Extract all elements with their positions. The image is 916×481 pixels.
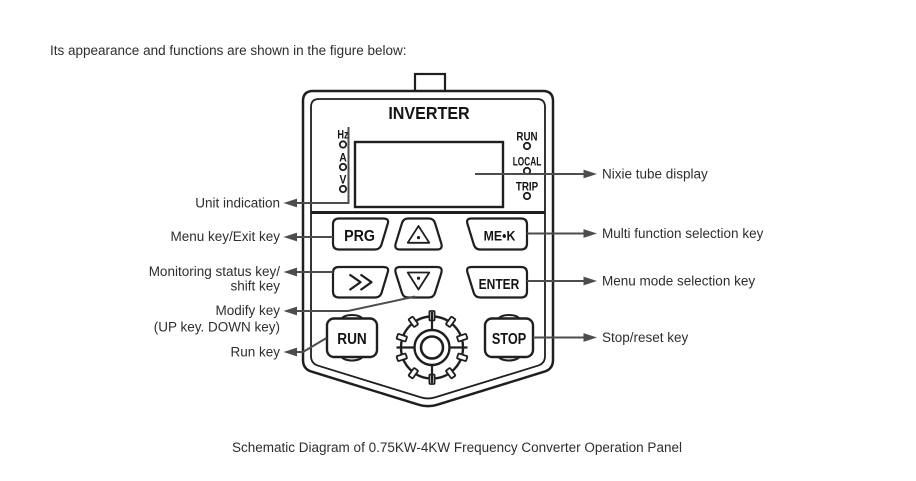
up-arrow-icon	[406, 225, 431, 244]
intro-text: Its appearance and functions are shown i…	[50, 43, 406, 58]
rotary-knob-icon	[395, 310, 469, 385]
unit-indicator-hz: Hz	[337, 130, 348, 142]
arrow-left-icon	[283, 198, 297, 208]
unit-indicator-v: V	[340, 174, 348, 187]
status-indicator-trip: TRIP	[516, 181, 538, 194]
panel-title: INVERTER	[388, 103, 469, 123]
label-nixie-tube-display: Nixie tube display	[602, 167, 708, 182]
label-monitoring-status-key: Monitoring status key/	[149, 264, 281, 279]
label-modify-key: Modify key	[215, 303, 280, 318]
arrow-right-icon	[583, 276, 597, 286]
left-callouts: Unit indication Menu key/Exit key Monito…	[149, 127, 416, 360]
label-stop-reset-key: Stop/reset key	[602, 330, 689, 345]
double-chevron-right-icon	[348, 273, 373, 291]
key-enter-label: ENTER	[479, 276, 520, 293]
key-stop: STOP	[483, 314, 535, 362]
led-trip-icon	[522, 191, 532, 201]
knob-crosshair	[396, 312, 468, 383]
label-multi-function-key: Multi function selection key	[602, 226, 764, 241]
arrow-left-icon	[283, 267, 297, 277]
key-stop-label: STOP	[492, 331, 526, 348]
pointer-line	[297, 295, 416, 312]
status-indicator-run: RUN	[516, 131, 537, 144]
key-up	[394, 217, 443, 251]
label-unit-indication: Unit indication	[195, 196, 280, 211]
arrow-left-icon	[283, 347, 297, 357]
pointer-line	[297, 337, 328, 353]
label-menu-exit-key: Menu key/Exit key	[170, 229, 280, 244]
arrow-left-icon	[283, 232, 297, 242]
arrow-right-icon	[583, 333, 597, 342]
key-run-label: RUN	[337, 331, 367, 348]
label-menu-mode-key: Menu mode selection key	[602, 274, 755, 289]
status-indicator-group: RUN LOCAL TRIP	[513, 131, 542, 201]
key-down	[394, 265, 443, 299]
key-prg	[331, 217, 390, 251]
panel-top-tab	[413, 72, 447, 94]
led-v-icon	[338, 184, 348, 194]
down-arrow-icon	[406, 271, 431, 291]
key-mek	[466, 217, 529, 251]
label-run-key: Run key	[230, 345, 280, 360]
arrow-left-icon	[283, 306, 297, 316]
key-mek-label: ME•K	[484, 228, 516, 244]
unit-indicator-group: Hz A V	[337, 130, 349, 194]
pointer-line	[297, 127, 350, 204]
label-up-down-key: (UP key. DOWN key)	[154, 320, 280, 335]
key-prg-label: PRG	[344, 229, 375, 246]
right-callouts: Nixie tube display Multi function select…	[475, 167, 764, 345]
led-run-icon	[522, 141, 532, 151]
led-hz-icon	[338, 140, 348, 149]
led-a-icon	[338, 162, 348, 172]
key-run: RUN	[325, 314, 379, 362]
figure-caption: Schematic Diagram of 0.75KW-4KW Frequenc…	[232, 440, 682, 455]
knob-notches	[395, 310, 469, 385]
arrow-right-icon	[583, 169, 597, 179]
arrow-right-icon	[583, 229, 597, 238]
status-indicator-local: LOCAL	[513, 156, 542, 169]
key-enter	[466, 265, 529, 299]
label-shift-key: shift key	[230, 279, 280, 294]
unit-indicator-a: A	[339, 152, 347, 165]
